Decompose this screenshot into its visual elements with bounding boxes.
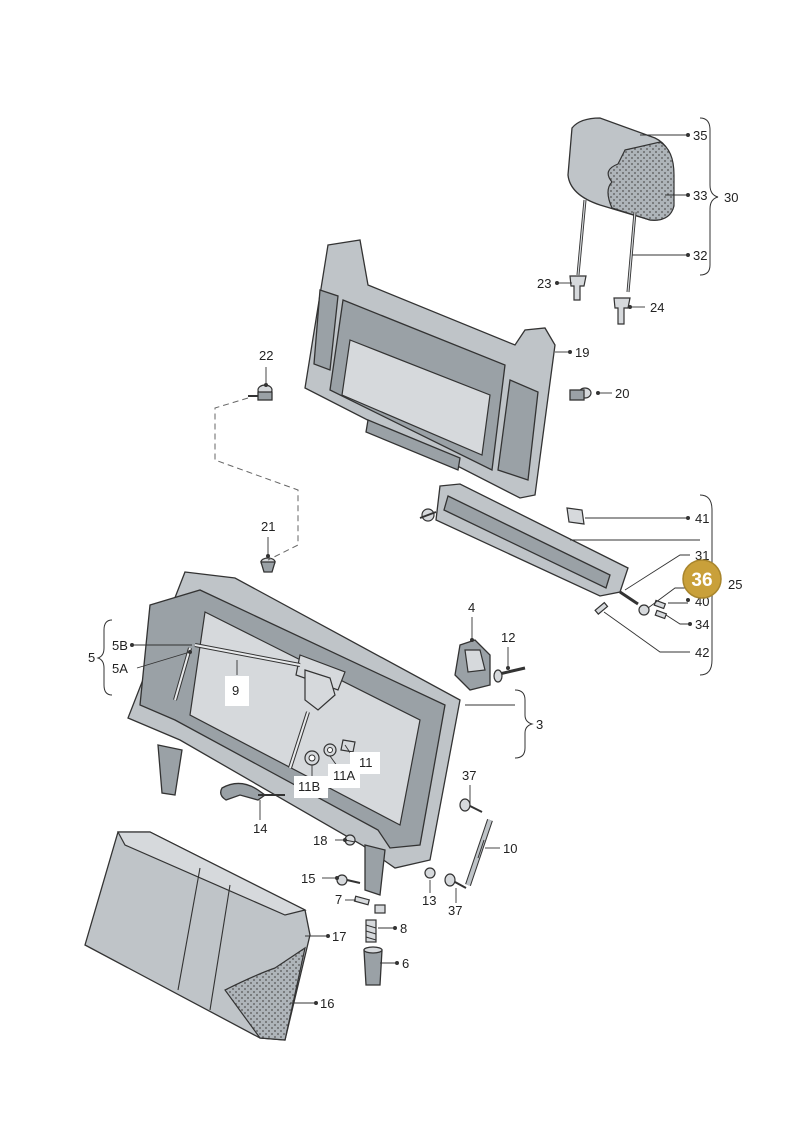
callout-19: 19 xyxy=(575,345,589,360)
lock-4-part xyxy=(454,639,491,691)
callout-7: 7 xyxy=(335,892,342,907)
callout-8: 8 xyxy=(400,921,407,936)
callout-20: 20 xyxy=(615,386,629,401)
backrest-cushion-part xyxy=(84,831,311,1041)
screw-20-part xyxy=(569,387,592,401)
callout-17: 17 xyxy=(332,929,346,944)
reinforcement-bar-part xyxy=(419,483,639,606)
callout-11A: 11A xyxy=(333,768,355,783)
callout-31: 31 xyxy=(695,548,709,563)
callout-41: 41 xyxy=(695,511,709,526)
clip-41-part xyxy=(566,507,585,525)
callout-13: 13 xyxy=(422,893,436,908)
callout-9: 9 xyxy=(232,683,239,698)
callout-12: 12 xyxy=(501,630,515,645)
callout-37-upper: 37 xyxy=(462,768,476,783)
highlight-badge-36[interactable]: 36 xyxy=(682,559,722,599)
small-parts-25-part xyxy=(594,599,668,620)
pin-7-part xyxy=(353,895,386,914)
callout-3: 3 xyxy=(536,717,543,732)
callout-14: 14 xyxy=(253,821,267,836)
plunger-6-part xyxy=(363,946,383,986)
callout-35: 35 xyxy=(693,128,707,143)
screw-22-part xyxy=(248,384,273,401)
callout-42: 42 xyxy=(695,645,709,660)
callout-25: 25 xyxy=(728,577,742,592)
callout-5A: 5A xyxy=(112,661,128,676)
callout-4: 4 xyxy=(468,600,475,615)
callout-34: 34 xyxy=(695,617,709,632)
callout-16: 16 xyxy=(320,996,334,1011)
washers-11-part xyxy=(304,739,356,766)
spring-8-part xyxy=(365,919,377,943)
headrest-part xyxy=(567,117,675,325)
label-box-11A xyxy=(328,764,360,788)
highlight-badge-label: 36 xyxy=(691,570,712,591)
callout-10: 10 xyxy=(503,841,517,856)
callout-5: 5 xyxy=(88,650,95,665)
brace-3 xyxy=(514,689,534,759)
callout-6: 6 xyxy=(402,956,409,971)
callout-21: 21 xyxy=(261,519,275,534)
bolt-12-part xyxy=(493,666,526,683)
callout-18: 18 xyxy=(313,833,327,848)
callout-11B: 11B xyxy=(298,779,320,794)
brace-5 xyxy=(96,619,113,696)
brace-30 xyxy=(699,117,719,276)
leader-lines xyxy=(130,133,700,1005)
label-box-11B xyxy=(294,776,328,798)
release-rod-part xyxy=(173,643,336,769)
bolt-37-lower-part xyxy=(444,873,467,889)
callout-11: 11 xyxy=(359,755,373,770)
gas-strut-10-part xyxy=(465,819,493,886)
bolt-37-upper-part xyxy=(459,798,483,813)
callout-37-lower: 37 xyxy=(448,903,462,918)
callout-33: 33 xyxy=(693,188,707,203)
callout-22: 22 xyxy=(259,348,273,363)
handle-14-part xyxy=(220,782,285,801)
screw-15-part xyxy=(336,874,361,886)
callout-15: 15 xyxy=(301,871,315,886)
backrest-panel-part xyxy=(304,239,556,499)
label-box-9 xyxy=(225,676,249,706)
assembly-path-dashed xyxy=(214,397,299,561)
nut-13-part xyxy=(424,867,436,879)
callout-23: 23 xyxy=(537,276,551,291)
callout-30: 30 xyxy=(724,190,738,205)
callout-32: 32 xyxy=(693,248,707,263)
screw-21-part xyxy=(260,557,276,573)
callout-5B: 5B xyxy=(112,638,128,653)
callout-24: 24 xyxy=(650,300,664,315)
